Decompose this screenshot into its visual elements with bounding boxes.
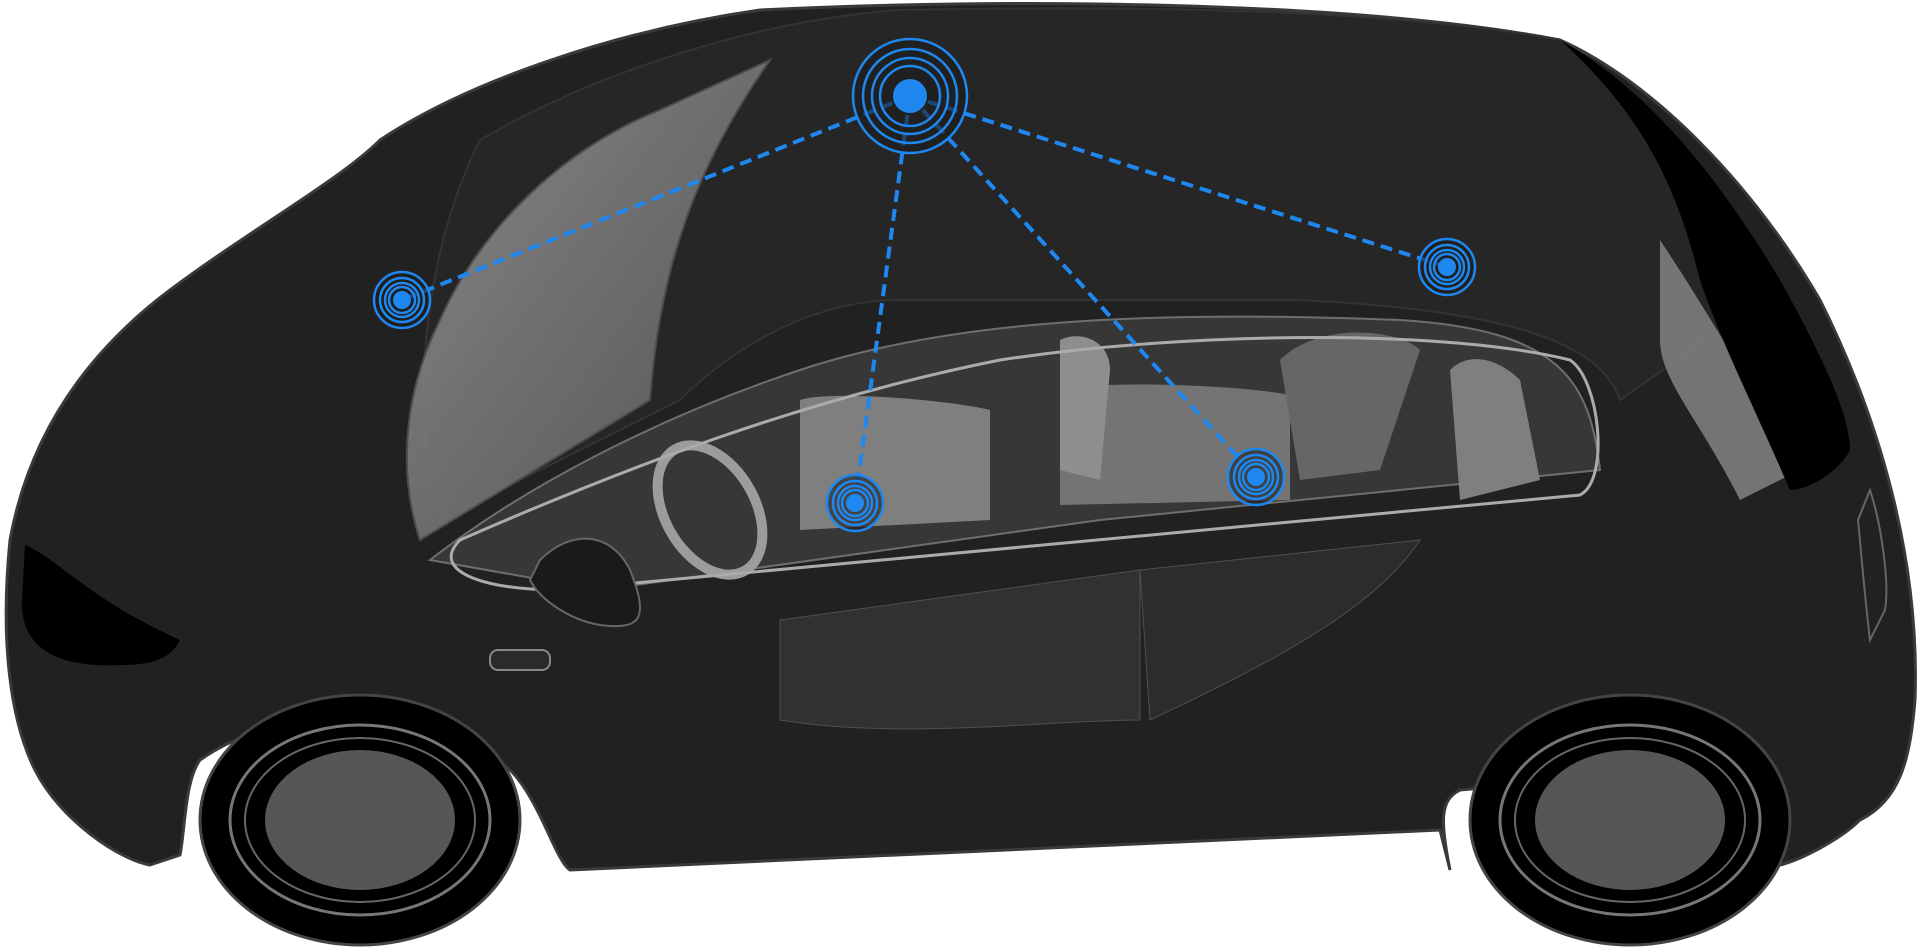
- sensor-link-rear-door: [908, 94, 1258, 479]
- door-handle-front: [489, 649, 551, 671]
- sensor-link-front-door: [853, 95, 912, 504]
- sensor-link-front: [401, 94, 911, 302]
- side-mirror: [528, 537, 641, 628]
- rear-pillar: [1560, 40, 1850, 490]
- wireless-hub-icon: [851, 37, 969, 155]
- front-wheel: [198, 693, 522, 947]
- headlight: [21, 545, 180, 666]
- windshield: [405, 57, 773, 542]
- rear-window: [1660, 240, 1800, 500]
- sensor-nodes: [372, 37, 1477, 533]
- wireless-sensor-icon-front: [372, 270, 432, 330]
- wireless-sensor-icon-rear: [1417, 237, 1477, 297]
- rear-hubcap: [1535, 750, 1725, 890]
- sensor-links: [401, 94, 1448, 504]
- front-hubcap: [265, 750, 455, 890]
- wireless-sensor-icon-front-door: [825, 473, 885, 533]
- wireless-sensor-icon-rear-door: [1226, 447, 1286, 507]
- rear-wheel: [1468, 693, 1792, 947]
- taillight: [1856, 487, 1888, 644]
